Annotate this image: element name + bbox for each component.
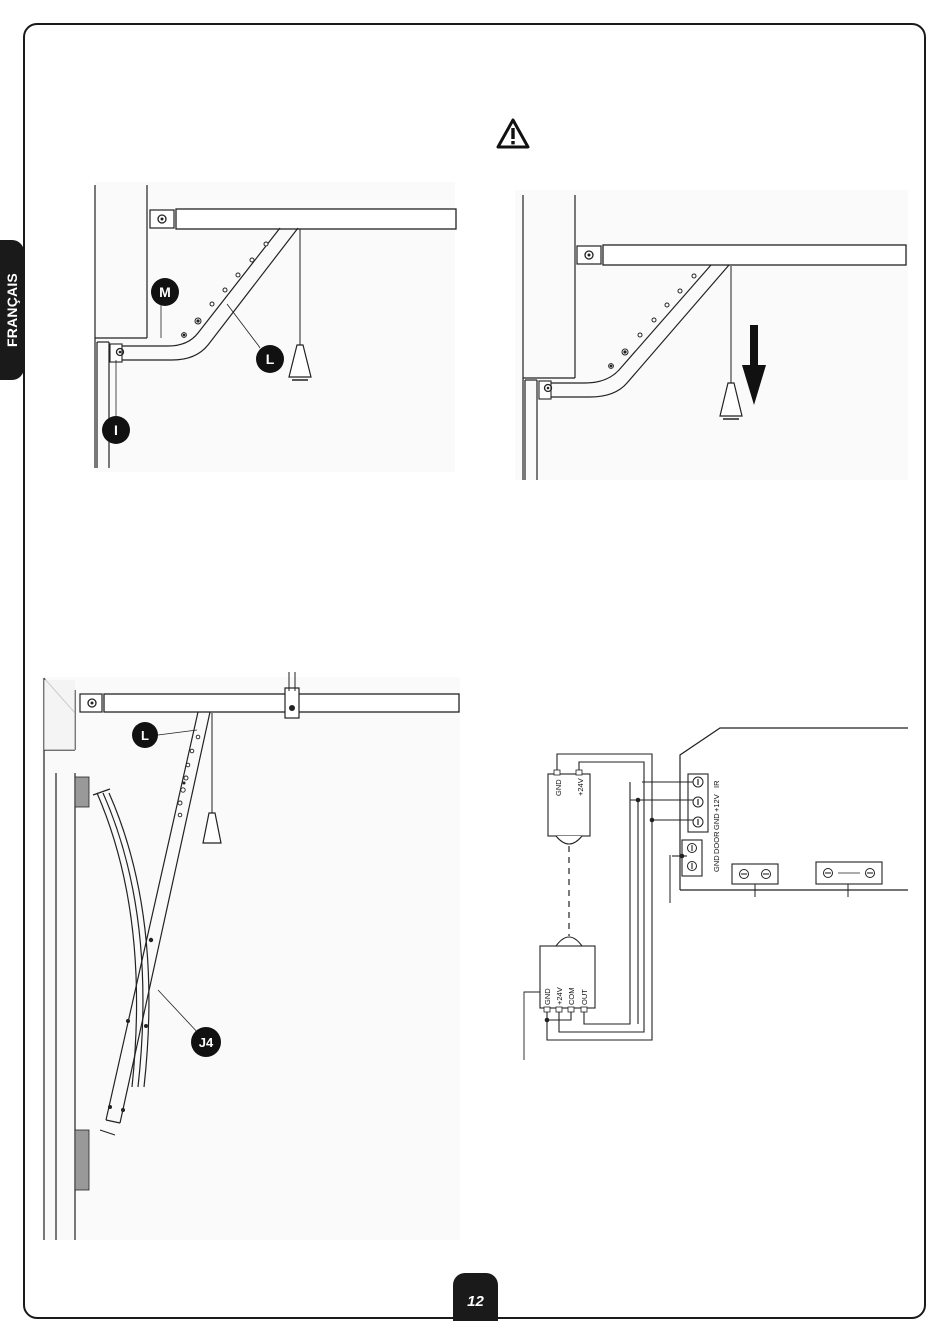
- figure-arm-closed: M L I: [80, 180, 470, 480]
- warning-icon: [496, 118, 530, 150]
- rx-label-24v: +24V: [555, 987, 564, 1005]
- board-label-gnd-ir: GND: [712, 813, 721, 830]
- figure-arm-release: [515, 190, 910, 485]
- language-tab: FRANÇAIS: [0, 240, 24, 380]
- callout-m: M: [159, 284, 171, 300]
- callout-l-open: L: [141, 728, 149, 743]
- wiring-diagram: GND DOOR GND +12V IR GND +24V GND +24V C…: [510, 720, 910, 1080]
- figure-arm-open: L J4: [40, 675, 465, 1245]
- page-number: 12: [453, 1293, 498, 1310]
- board-label-door: DOOR: [712, 831, 721, 854]
- rx-label-out: OUT: [580, 989, 589, 1005]
- callout-j4: J4: [199, 1035, 214, 1050]
- tx-label-24v: +24V: [576, 778, 585, 796]
- rx-label-gnd: GND: [543, 988, 552, 1005]
- page-number-tab: 12: [453, 1273, 498, 1321]
- callout-l: L: [266, 351, 275, 367]
- language-tab-label: FRANÇAIS: [4, 273, 20, 347]
- tx-label-gnd: GND: [554, 779, 563, 796]
- callout-i: I: [114, 422, 118, 438]
- board-label-ir: IR: [712, 780, 721, 788]
- board-label-12v: +12V: [712, 794, 721, 812]
- rx-label-com: COM: [567, 988, 576, 1006]
- board-label-gnd-door: GND: [712, 855, 721, 872]
